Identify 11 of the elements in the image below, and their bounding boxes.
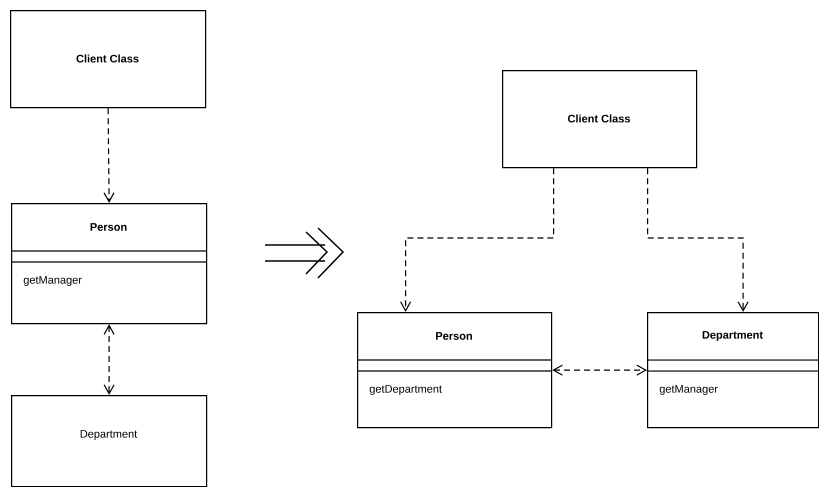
dependency-arrow bbox=[104, 324, 115, 395]
class-box: Department getManager bbox=[647, 312, 819, 428]
class-box: Client Class bbox=[10, 10, 206, 108]
dependency-arrow bbox=[647, 168, 749, 312]
dependency-arrow bbox=[103, 108, 115, 203]
class-box: Department bbox=[11, 394, 208, 487]
class-box: Person getDepartment bbox=[357, 312, 552, 428]
class-box: Client Class bbox=[502, 70, 698, 168]
class-box: Person getManager bbox=[11, 203, 208, 324]
dependency-arrow bbox=[552, 364, 647, 376]
dependency-arrow bbox=[400, 168, 554, 312]
